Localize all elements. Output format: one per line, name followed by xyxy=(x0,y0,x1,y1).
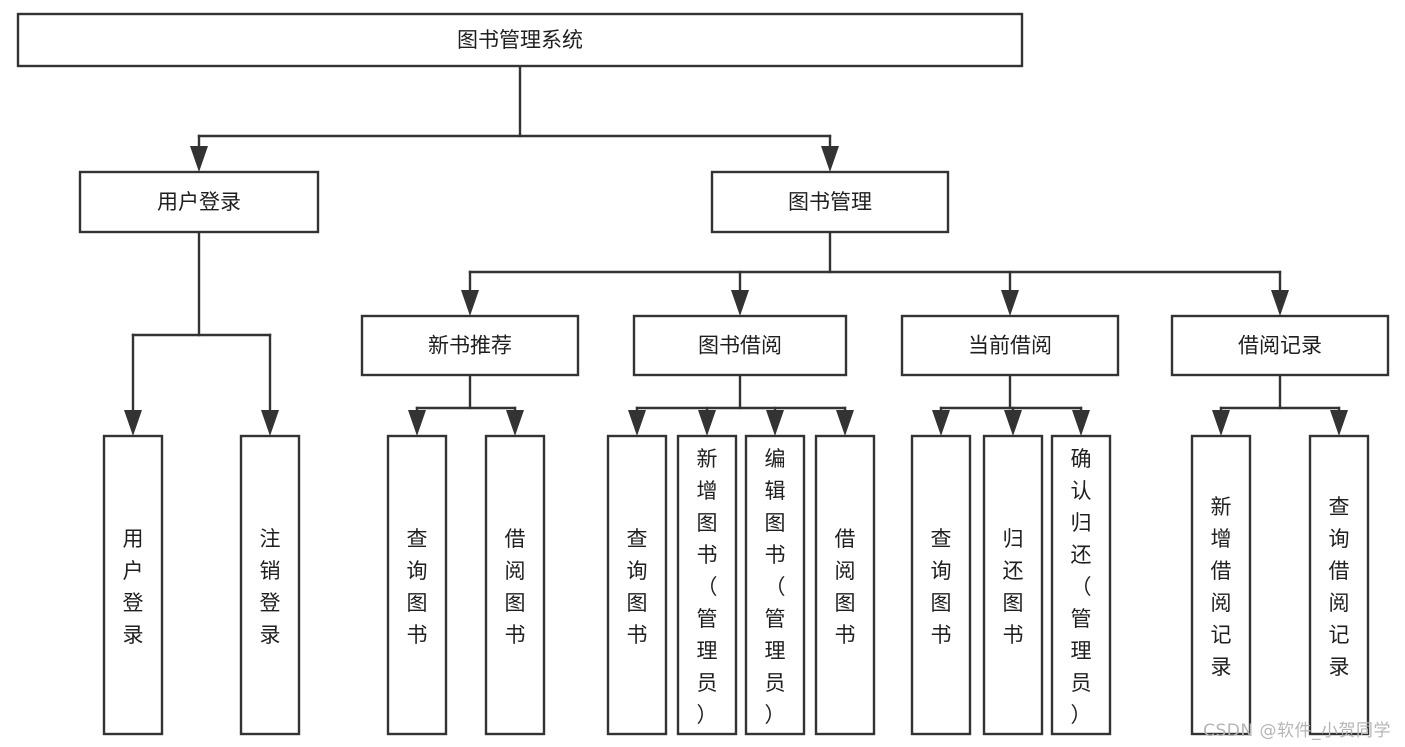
node-current-borrow[interactable]: 当前借阅 xyxy=(900,314,1120,377)
node-leaf-return-book[interactable]: 归还图书 xyxy=(982,434,1044,736)
arrow-head-icon xyxy=(1004,410,1022,436)
node-borrow-record-label: 借阅记录 xyxy=(1238,334,1322,358)
node-leaf-user-login-label: 用户登录 xyxy=(123,527,144,647)
arrow-head-icon xyxy=(461,290,479,316)
node-leaf-add-book-admin[interactable]: 新增图书（管理员） xyxy=(676,434,738,736)
arrow-head-icon xyxy=(261,410,279,436)
node-current-borrow-box[interactable] xyxy=(900,314,1120,377)
node-user-login-label: 用户登录 xyxy=(157,190,241,214)
node-leaf-query-borrow-record-label: 查询借阅记录 xyxy=(1329,495,1350,679)
arrow-head-icon xyxy=(1001,290,1019,316)
node-leaf-borrow-book-1[interactable]: 借阅图书 xyxy=(484,434,546,736)
node-leaf-edit-book-admin-box[interactable] xyxy=(744,434,806,736)
node-leaf-return-book-box[interactable] xyxy=(982,434,1044,736)
node-leaf-add-book-admin-label: 新增图书（管理员） xyxy=(697,447,718,727)
node-current-borrow-label: 当前借阅 xyxy=(968,334,1052,358)
arrow-head-icon xyxy=(836,410,854,436)
node-leaf-query-book-2-box[interactable] xyxy=(606,434,668,736)
arrow-head-icon xyxy=(190,146,208,172)
node-leaf-add-book-admin-box[interactable] xyxy=(676,434,738,736)
node-new-book-recommend-label: 新书推荐 xyxy=(428,334,512,358)
arrow-head-icon xyxy=(408,410,426,436)
node-leaf-edit-book-admin[interactable]: 编辑图书（管理员） xyxy=(744,434,806,736)
node-leaf-query-book-3-label: 查询图书 xyxy=(931,527,952,647)
node-leaf-confirm-return-admin[interactable]: 确认归还（管理员） xyxy=(1050,434,1112,736)
node-leaf-borrow-book-1-box[interactable] xyxy=(484,434,546,736)
node-book-management-box[interactable] xyxy=(710,170,950,234)
node-leaf-query-book-1-box[interactable] xyxy=(386,434,448,736)
node-leaf-query-book-3[interactable]: 查询图书 xyxy=(910,434,972,736)
node-leaf-user-login[interactable]: 用户登录 xyxy=(102,434,164,736)
node-leaf-borrow-book-2[interactable]: 借阅图书 xyxy=(814,434,876,736)
arrow-head-icon xyxy=(628,410,646,436)
node-leaf-query-borrow-record[interactable]: 查询借阅记录 xyxy=(1308,434,1370,736)
arrow-head-icon xyxy=(506,410,524,436)
node-leaf-borrow-book-2-box[interactable] xyxy=(814,434,876,736)
node-leaf-user-login-box[interactable] xyxy=(102,434,164,736)
arrow-head-icon xyxy=(766,410,784,436)
node-leaf-return-book-label: 归还图书 xyxy=(1003,527,1024,647)
node-book-borrow-label: 图书借阅 xyxy=(698,334,782,358)
node-leaf-query-book-3-box[interactable] xyxy=(910,434,972,736)
node-borrow-record[interactable]: 借阅记录 xyxy=(1170,314,1390,377)
node-leaf-query-borrow-record-box[interactable] xyxy=(1308,434,1370,736)
node-leaf-query-book-2-label: 查询图书 xyxy=(627,527,648,647)
node-leaf-query-book-2[interactable]: 查询图书 xyxy=(606,434,668,736)
node-leaf-add-borrow-record-box[interactable] xyxy=(1190,434,1252,736)
node-leaf-confirm-return-admin-label: 确认归还（管理员） xyxy=(1071,447,1092,727)
node-leaf-user-logout[interactable]: 注销登录 xyxy=(239,434,301,736)
node-leaf-confirm-return-admin-box[interactable] xyxy=(1050,434,1112,736)
node-root[interactable]: 图书管理系统 xyxy=(16,12,1024,68)
arrow-head-icon xyxy=(1072,410,1090,436)
node-borrow-record-box[interactable] xyxy=(1170,314,1390,377)
node-root-box[interactable] xyxy=(16,12,1024,68)
node-user-login[interactable]: 用户登录 xyxy=(78,170,320,234)
node-book-borrow-box[interactable] xyxy=(632,314,848,377)
node-leaf-query-book-1[interactable]: 查询图书 xyxy=(386,434,448,736)
arrow-head-icon xyxy=(124,410,142,436)
arrow-head-icon xyxy=(932,410,950,436)
connector-lines xyxy=(124,64,1348,436)
node-user-login-box[interactable] xyxy=(78,170,320,234)
node-leaf-add-borrow-record-label: 新增借阅记录 xyxy=(1211,495,1232,679)
arrow-head-icon xyxy=(731,290,749,316)
node-new-book-recommend[interactable]: 新书推荐 xyxy=(360,314,580,377)
csdn-watermark: CSDN @软件_小贺同学 xyxy=(1203,721,1391,741)
node-leaf-user-logout-label: 注销登录 xyxy=(260,527,281,647)
node-leaf-borrow-book-2-label: 借阅图书 xyxy=(835,527,856,647)
node-leaf-query-book-1-label: 查询图书 xyxy=(407,527,428,647)
node-leaf-add-borrow-record[interactable]: 新增借阅记录 xyxy=(1190,434,1252,736)
node-book-borrow[interactable]: 图书借阅 xyxy=(632,314,848,377)
diagram-nodes: 图书管理系统用户登录图书管理新书推荐图书借阅当前借阅借阅记录用户登录注销登录查询… xyxy=(16,12,1390,736)
node-new-book-recommend-box[interactable] xyxy=(360,314,580,377)
arrow-head-icon xyxy=(698,410,716,436)
node-leaf-borrow-book-1-label: 借阅图书 xyxy=(505,527,526,647)
node-leaf-user-logout-box[interactable] xyxy=(239,434,301,736)
node-book-management-label: 图书管理 xyxy=(788,190,872,214)
node-leaf-edit-book-admin-label: 编辑图书（管理员） xyxy=(765,447,786,727)
node-root-label: 图书管理系统 xyxy=(457,28,583,52)
arrow-head-icon xyxy=(1271,290,1289,316)
node-book-management[interactable]: 图书管理 xyxy=(710,170,950,234)
arrow-head-icon xyxy=(1212,410,1230,436)
arrow-head-icon xyxy=(1330,410,1348,436)
arrow-head-icon xyxy=(821,146,839,172)
